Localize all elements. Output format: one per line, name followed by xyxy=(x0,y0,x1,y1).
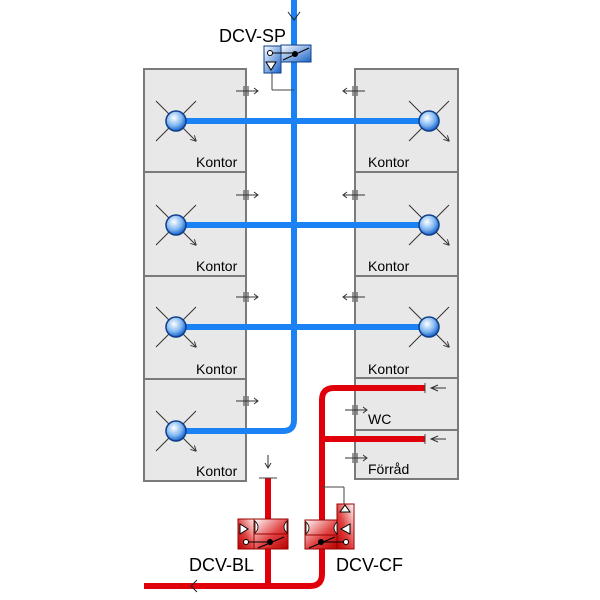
room-label: Kontor xyxy=(196,154,238,170)
supply-main-duct xyxy=(176,0,297,434)
diffuser-icon xyxy=(155,100,196,141)
transfer-grille-icon xyxy=(345,405,368,415)
transfer-grille-icon xyxy=(236,292,259,302)
room-label: Kontor xyxy=(196,258,238,274)
room-label: WC xyxy=(368,411,391,427)
damper-dcv-cf[interactable] xyxy=(304,486,355,550)
diffuser-icon xyxy=(408,204,449,245)
down-arrow-icon xyxy=(264,455,272,469)
exhaust-arrow-icon xyxy=(429,435,446,443)
supply-flow-arrow-icon xyxy=(287,11,301,21)
room-label: Kontor xyxy=(196,463,238,479)
room-label: Kontor xyxy=(368,361,410,377)
transfer-grille-icon xyxy=(236,396,259,406)
exhaust-out-arrow-icon xyxy=(190,579,198,593)
diffusers xyxy=(155,100,449,451)
rooms-left xyxy=(143,68,247,482)
damper-label-dcv-bl: DCV-BL xyxy=(189,555,254,575)
diffuser-icon xyxy=(155,306,196,347)
sensor-box xyxy=(263,45,282,74)
damper-dcv-bl[interactable] xyxy=(237,518,289,550)
diffuser-icon xyxy=(155,204,196,245)
diffuser-icon xyxy=(155,410,196,451)
room-label: Förråd xyxy=(368,461,409,477)
damper-label-dcv-sp: DCV-SP xyxy=(219,26,286,46)
room-label: Kontor xyxy=(196,361,238,377)
exhaust-arrow-icon xyxy=(429,384,446,392)
transfer-grille-icon xyxy=(236,190,259,200)
transfer-grille-icon xyxy=(342,292,365,302)
damper-dcv-sp[interactable] xyxy=(263,44,312,91)
transfer-grilles xyxy=(236,86,368,463)
room-label: Kontor xyxy=(368,258,410,274)
transfer-grille-icon xyxy=(345,453,368,463)
room-label: Kontor xyxy=(368,154,410,170)
transfer-grille-icon xyxy=(342,190,365,200)
damper-label-dcv-cf: DCV-CF xyxy=(336,555,403,575)
diffuser-icon xyxy=(408,100,449,141)
transfer-grille-icon xyxy=(236,86,259,96)
diffuser-icon xyxy=(408,306,449,347)
transfer-grille-icon xyxy=(342,86,365,96)
supply-ducts xyxy=(176,0,429,434)
